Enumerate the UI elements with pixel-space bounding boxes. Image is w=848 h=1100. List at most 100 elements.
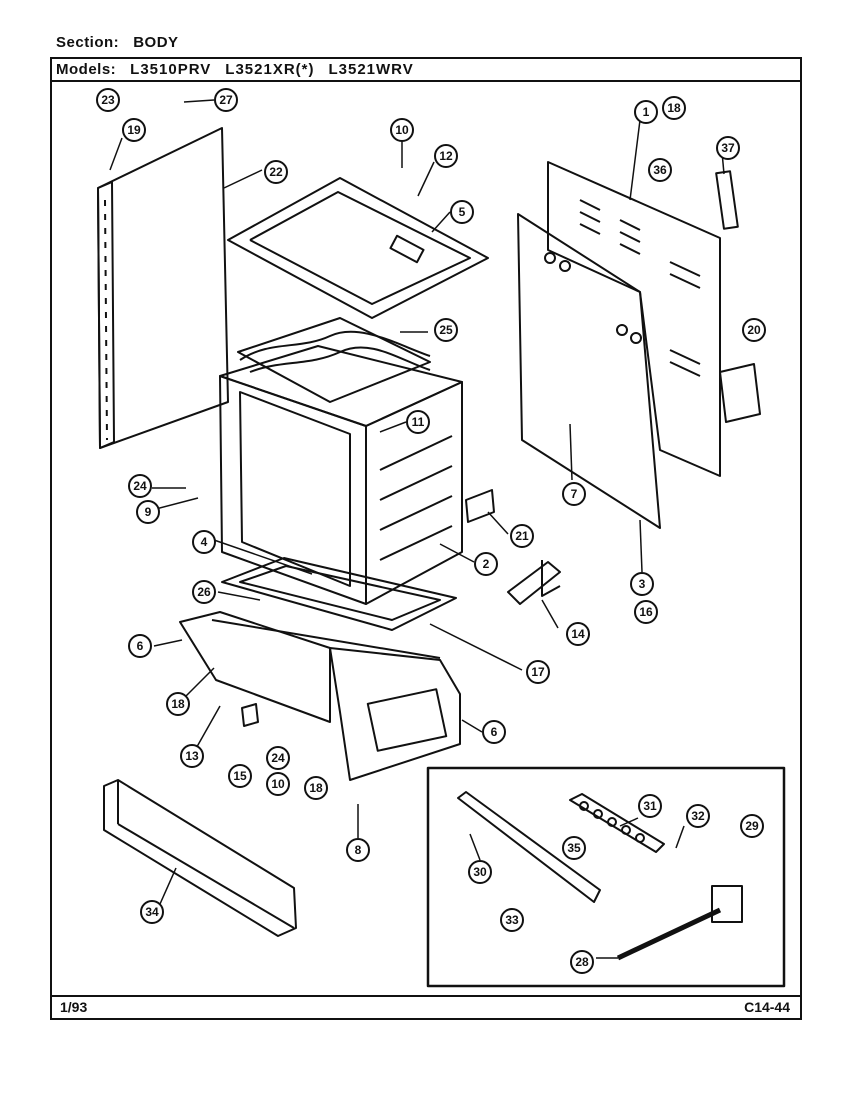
callout-number: 18	[171, 697, 185, 711]
callout-number: 36	[653, 163, 667, 177]
callout-circle	[266, 746, 290, 770]
callout-20: 20	[742, 318, 766, 342]
callout-4: 4	[192, 530, 216, 554]
callout-28: 28	[570, 950, 594, 974]
control-parts	[457, 791, 743, 961]
callout-number: 14	[571, 627, 585, 641]
callout-circle	[140, 900, 164, 924]
callout-10: 10	[390, 118, 414, 142]
callout-circle	[214, 88, 238, 112]
callout-number: 13	[185, 749, 199, 763]
callout-number: 4	[201, 535, 208, 549]
callout-circle	[500, 908, 524, 932]
callout-18: 18	[662, 96, 686, 120]
callout-circle	[228, 764, 252, 788]
callout-9: 9	[136, 500, 160, 524]
callout-number: 16	[639, 605, 653, 619]
callout-36: 36	[648, 158, 672, 182]
callout-7: 7	[562, 482, 586, 506]
callout-number: 19	[127, 123, 141, 137]
callout-circle	[136, 500, 160, 524]
callout-15: 15	[228, 764, 252, 788]
callout-37: 37	[716, 136, 740, 160]
model-number: L3510PRV	[130, 61, 212, 78]
callout-number: 28	[575, 955, 589, 969]
callout-circle	[304, 776, 328, 800]
callout-2: 2	[474, 552, 498, 576]
callout-number: 21	[515, 529, 529, 543]
model-number: L3521XR(*)	[225, 61, 315, 78]
callout-circle	[128, 634, 152, 658]
callout-number: 6	[491, 725, 498, 739]
callout-26: 26	[192, 580, 216, 604]
callout-22: 22	[264, 160, 288, 184]
callout-number: 32	[691, 809, 705, 823]
callout-11: 11	[406, 410, 430, 434]
callout-number: 6	[137, 639, 144, 653]
callout-32: 32	[686, 804, 710, 828]
callout-13: 13	[180, 744, 204, 768]
callout-18: 18	[304, 776, 328, 800]
callout-circle	[570, 950, 594, 974]
footer-date: 1/93	[60, 999, 88, 1015]
callout-circle	[192, 530, 216, 554]
callout-circle	[192, 580, 216, 604]
callout-number: 27	[219, 93, 233, 107]
callout-5: 5	[450, 200, 474, 224]
callout-circle	[122, 118, 146, 142]
callout-number: 18	[667, 101, 681, 115]
callout-number: 10	[271, 777, 285, 791]
callout-6: 6	[128, 634, 152, 658]
bottom-tray-part	[221, 557, 457, 631]
callout-35: 35	[562, 836, 586, 860]
callout-30: 30	[468, 860, 492, 884]
callout-24: 24	[128, 474, 152, 498]
callout-number: 37	[721, 141, 735, 155]
callout-circle	[648, 158, 672, 182]
callout-circle	[634, 100, 658, 124]
callout-circle	[180, 744, 204, 768]
callout-number: 23	[101, 93, 115, 107]
callout-number: 20	[747, 323, 761, 337]
callout-number: 9	[145, 505, 152, 519]
callout-8: 8	[346, 838, 370, 862]
callout-16: 16	[634, 600, 658, 624]
section-heading: Section: BODY	[56, 34, 179, 51]
section-value: BODY	[133, 34, 179, 51]
inset-detail-box	[426, 766, 786, 988]
callout-number: 33	[505, 913, 519, 927]
callout-17: 17	[526, 660, 550, 684]
callout-circle	[474, 552, 498, 576]
callout-number: 17	[531, 665, 545, 679]
callout-number: 7	[571, 487, 578, 501]
rear-panel-part	[517, 161, 721, 529]
callout-circle	[686, 804, 710, 828]
callout-23: 23	[96, 88, 120, 112]
section-label: Section:	[56, 34, 120, 51]
callout-number: 31	[643, 799, 657, 813]
callout-number: 22	[269, 165, 283, 179]
callout-number: 3	[639, 577, 646, 591]
callout-29: 29	[740, 814, 764, 838]
callout-circle	[406, 410, 430, 434]
callout-number: 30	[473, 865, 487, 879]
callout-circle	[510, 524, 534, 548]
callout-circle	[434, 144, 458, 168]
callout-14: 14	[566, 622, 590, 646]
callout-circle	[634, 600, 658, 624]
callout-circle	[450, 200, 474, 224]
callout-number: 24	[271, 751, 285, 765]
models-label: Models:	[56, 61, 117, 78]
callout-18: 18	[166, 692, 190, 716]
oven-body-part	[219, 345, 463, 605]
callout-circle	[434, 318, 458, 342]
callout-number: 11	[412, 415, 425, 429]
bracket-parts	[241, 170, 761, 727]
callout-circle	[128, 474, 152, 498]
callout-number: 18	[309, 781, 323, 795]
callout-circle	[630, 572, 654, 596]
callout-circle	[662, 96, 686, 120]
callout-circle	[562, 482, 586, 506]
